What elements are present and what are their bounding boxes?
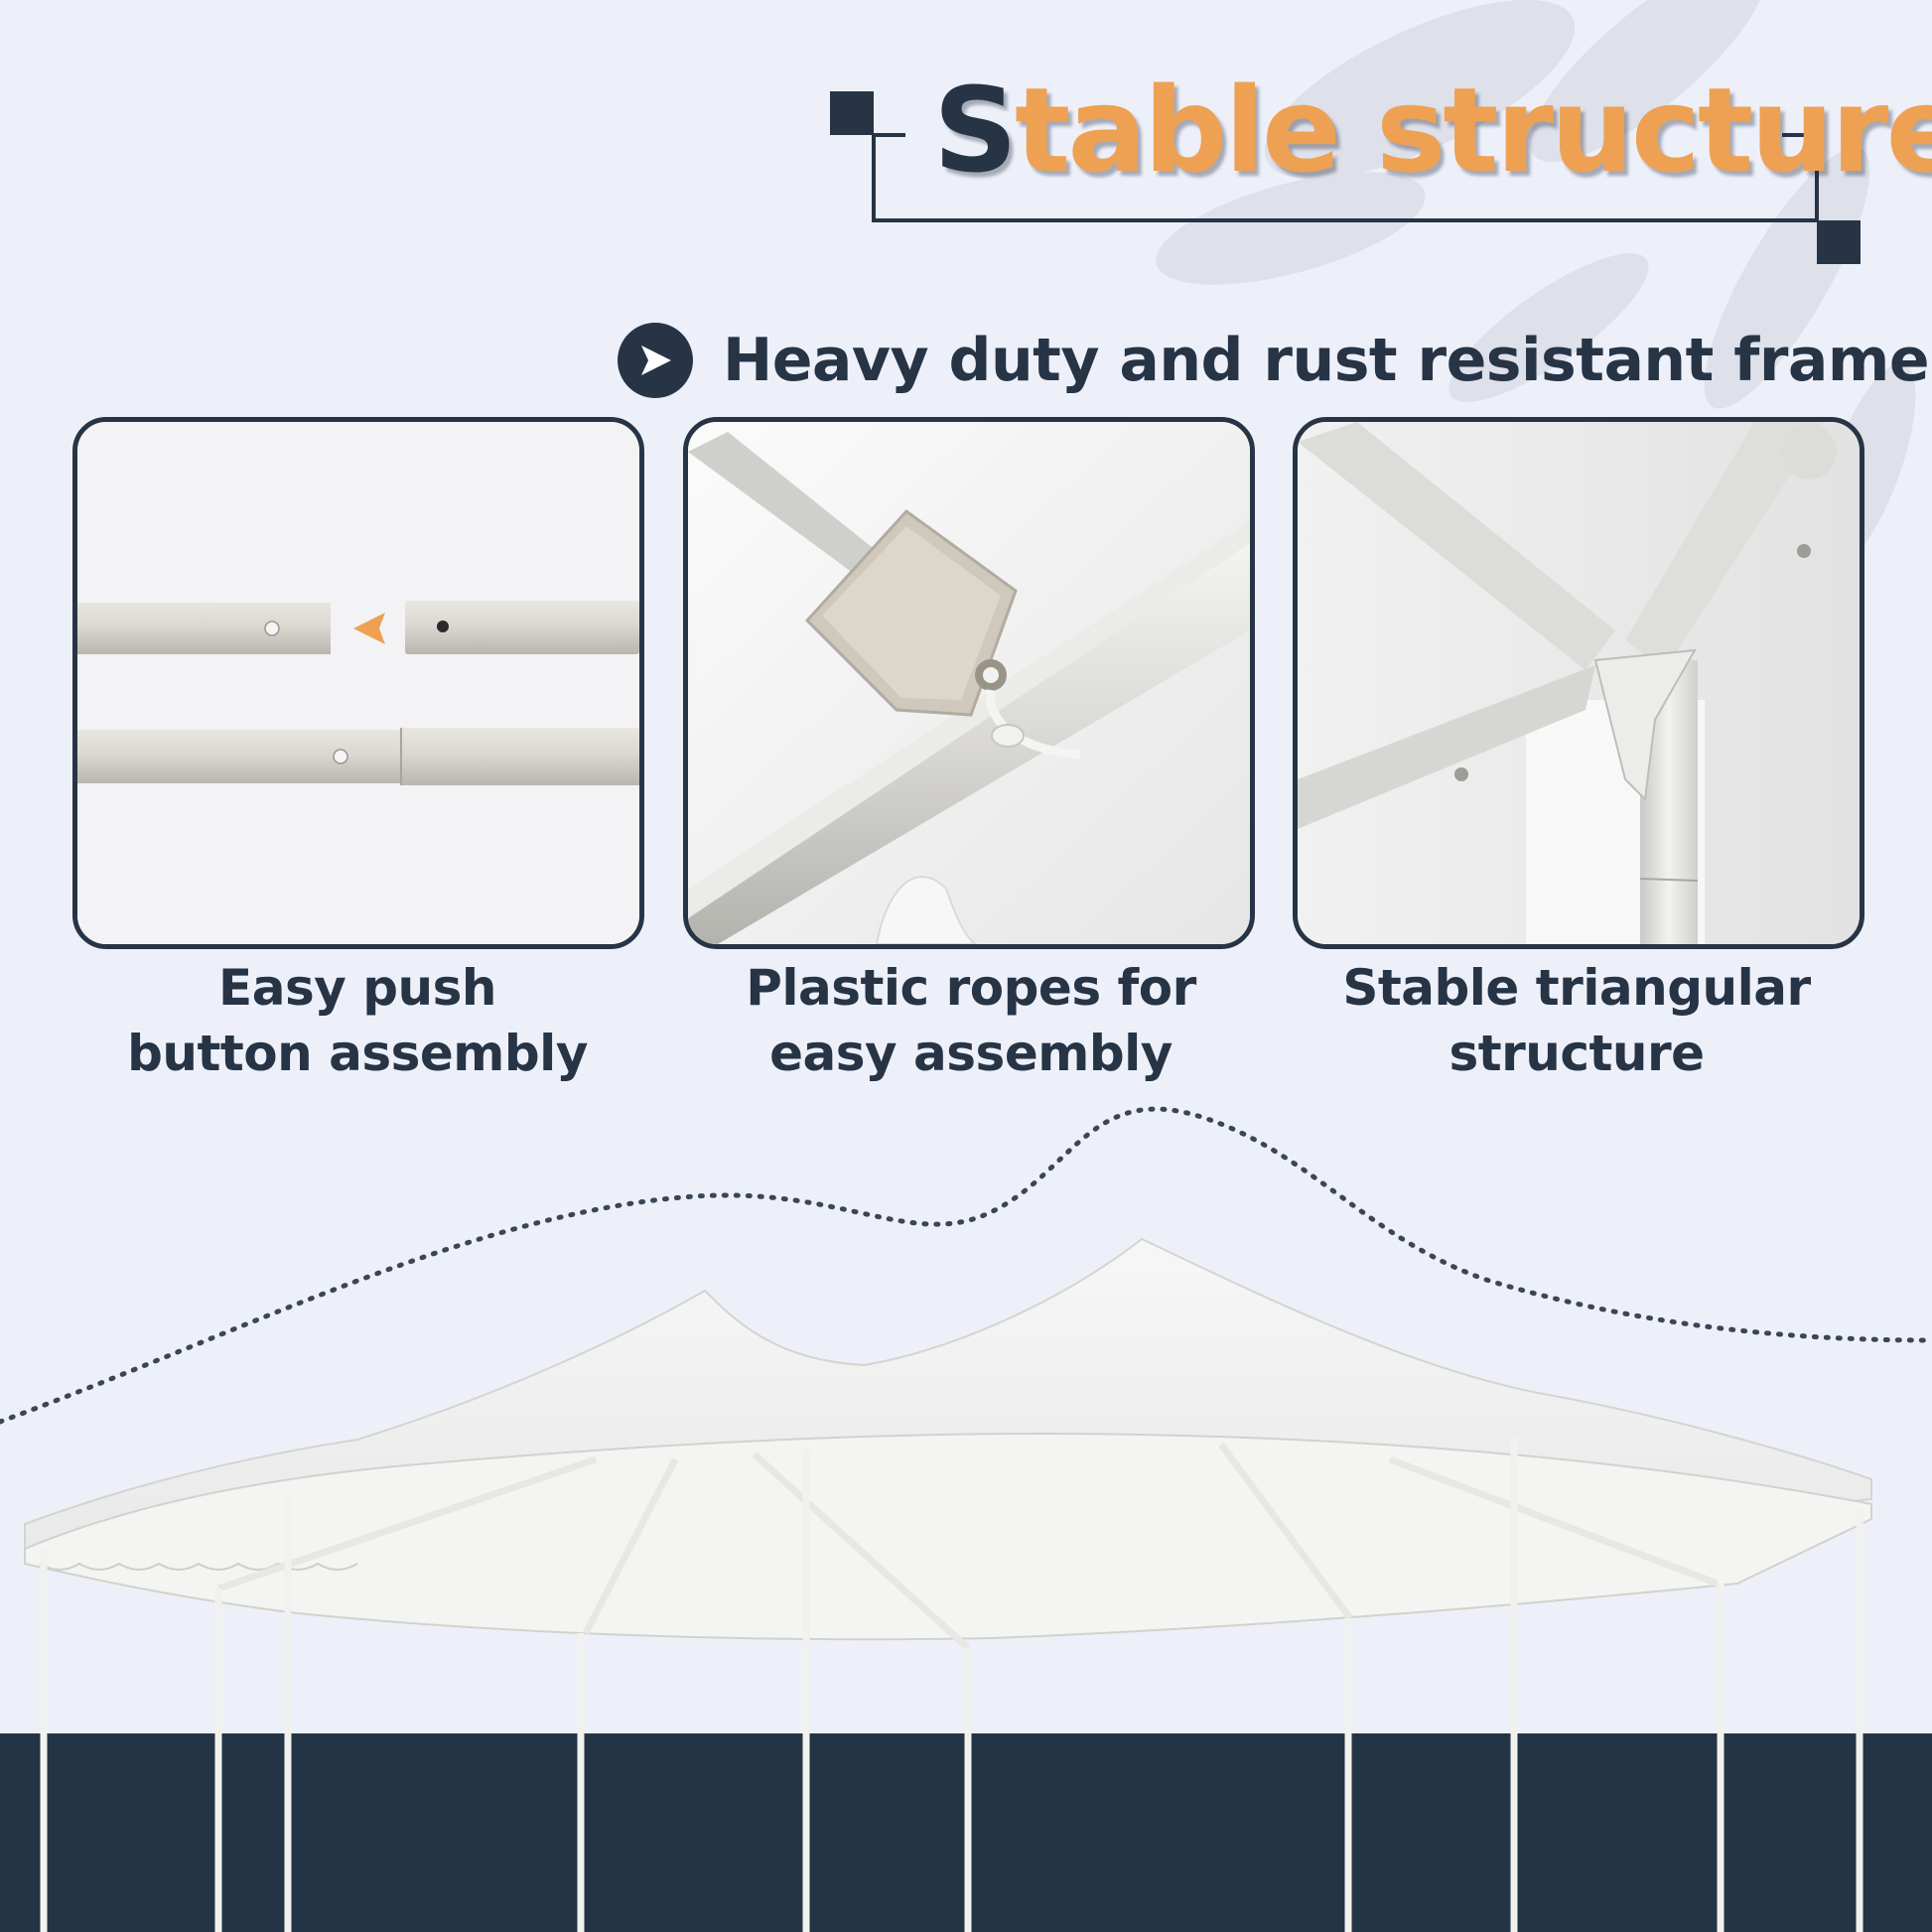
title-first-letter: S [933, 62, 1018, 199]
feature-caption-plastic-rope: Plastic ropes for easy assembly [673, 955, 1269, 1086]
play-arrow-glyph [641, 345, 671, 375]
feature-image-push-button [72, 417, 644, 949]
caption-line-2: structure [1449, 1025, 1705, 1082]
feature-image-triangular-structure [1293, 417, 1864, 949]
subtitle: Heavy duty and rust resistant frame [723, 326, 1930, 395]
triangular-joint-illustration [1298, 422, 1860, 944]
feature-image-plastic-rope [683, 417, 1255, 949]
caption-line-2: easy assembly [769, 1025, 1173, 1082]
leaf-shadow-decoration [1156, 0, 1916, 571]
play-arrow-icon [618, 323, 693, 398]
title-rest: table structure [1015, 62, 1932, 199]
caption-line-1: Plastic ropes for [746, 959, 1196, 1017]
caption-line-1: Stable triangular [1342, 959, 1811, 1017]
caption-line-2: button assembly [127, 1025, 588, 1082]
caption-line-1: Easy push [218, 959, 496, 1017]
rope-tie-illustration [688, 422, 1250, 944]
subtitle-row: Heavy duty and rust resistant frame [618, 321, 1930, 400]
feature-caption-push-button: Easy push button assembly [60, 955, 655, 1086]
title-frame-decoration [830, 91, 1861, 264]
tent-illustration [0, 1106, 1932, 1932]
push-button-poles-illustration [77, 422, 639, 944]
feature-caption-triangular: Stable triangular structure [1279, 955, 1874, 1086]
page-title: Stable structure [933, 71, 1932, 189]
